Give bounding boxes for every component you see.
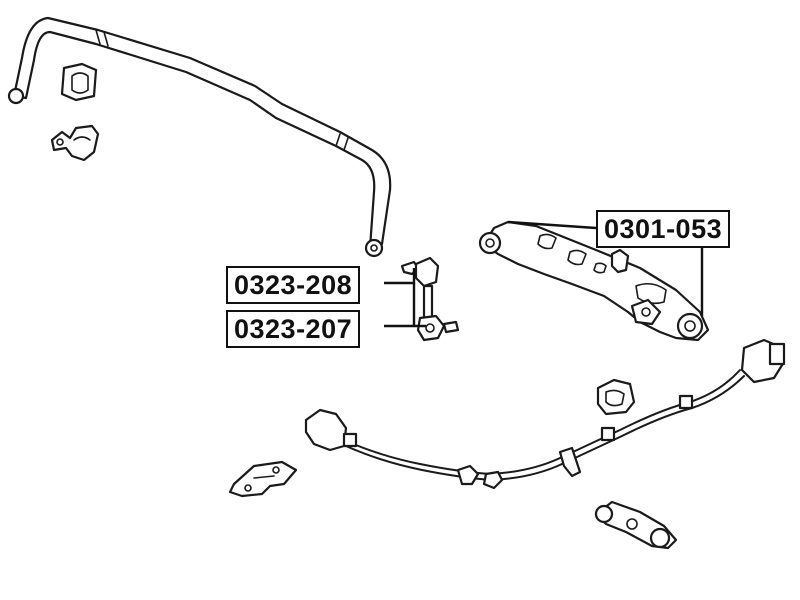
control-arm [478,220,710,342]
part-label-link-upper: 0323-208 [226,266,361,304]
stabilizer-bar [7,16,392,258]
bushing-bracket [50,124,100,162]
stabilizer-link [400,256,460,342]
trailing-arm [594,500,678,550]
leader-lines [384,220,704,328]
sensor-wire [304,338,786,490]
mounting-bracket [228,460,298,498]
part-label-link-lower: 0323-207 [226,310,361,348]
part-label-control-arm: 0301-053 [596,210,731,248]
stabilizer-bushing [60,62,98,102]
small-bushing [596,378,636,416]
